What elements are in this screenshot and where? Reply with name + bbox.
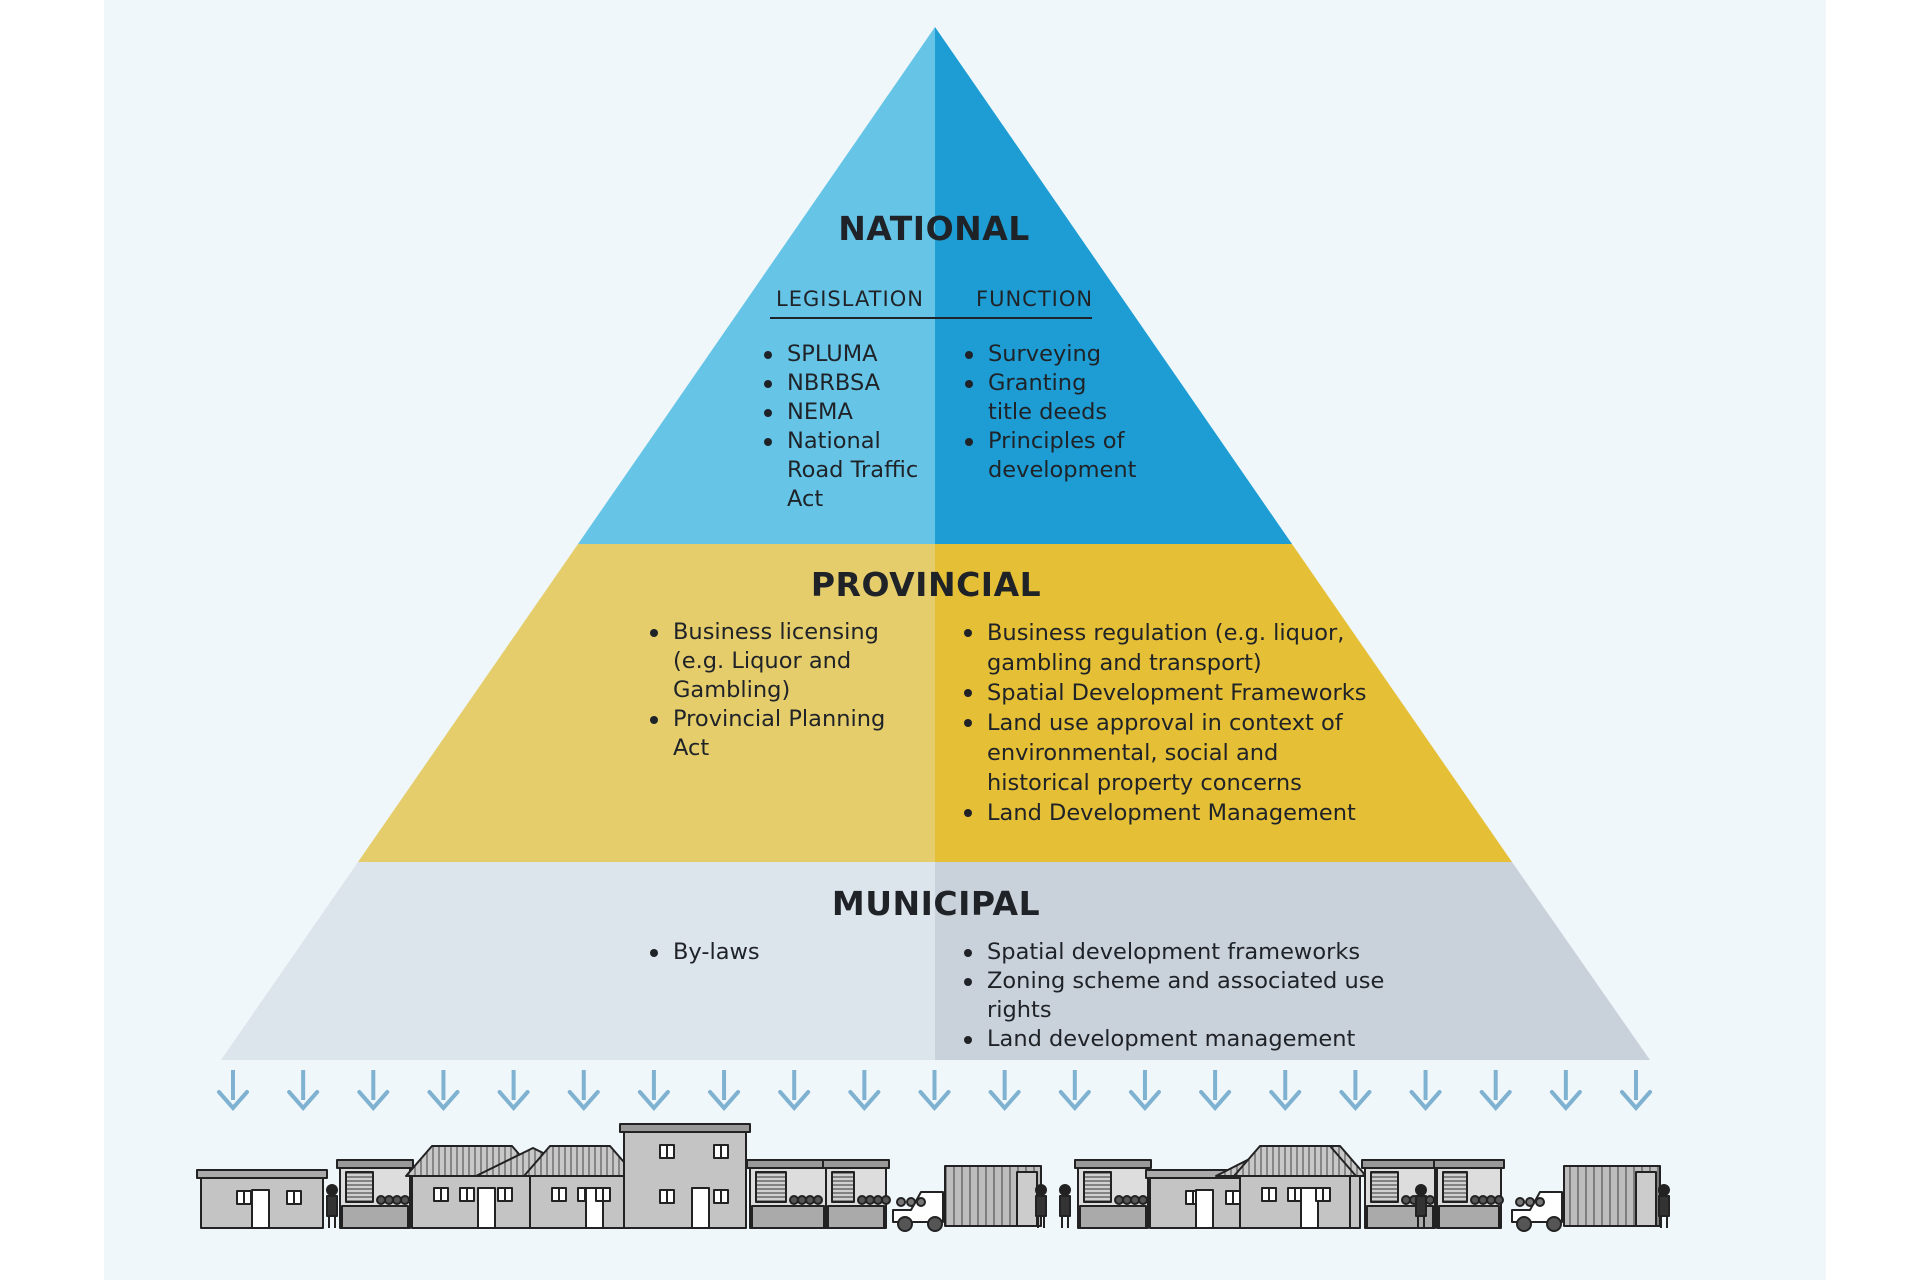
list-item: Spatial Development Frameworks <box>961 678 1381 708</box>
arrow-down-icon <box>1269 1070 1302 1112</box>
arrow-down-icon <box>427 1070 460 1112</box>
arrow-down-icon <box>1128 1070 1161 1112</box>
arrow-down-icon <box>1339 1070 1372 1112</box>
provincial-legislation-list: Business licensing (e.g. Liquor and Gamb… <box>647 618 892 763</box>
two-storey-building-icon <box>623 1127 747 1229</box>
national-tier-right <box>935 27 1292 544</box>
arrow-down-icon <box>778 1070 811 1112</box>
arrow-down-icon <box>1549 1070 1582 1112</box>
list-item: NEMA <box>761 398 931 427</box>
list-item: Spatial development frameworks <box>961 938 1431 967</box>
person-icon <box>1035 1184 1047 1196</box>
function-heading: FUNCTION <box>976 287 1094 311</box>
person-icon <box>1658 1184 1670 1196</box>
list-item: National Road Traffic Act <box>761 427 931 514</box>
list-item: Zoning scheme and associated use rights <box>961 967 1431 1025</box>
list-item: Business regulation (e.g. liquor, gambli… <box>961 618 1381 678</box>
truck-icon <box>892 1191 944 1223</box>
municipal-tier-left <box>221 862 935 1060</box>
list-item: Land Development Management <box>961 798 1381 828</box>
national-title: NATIONAL <box>838 209 1030 248</box>
arrow-down-icon <box>1409 1070 1442 1112</box>
provincial-title: PROVINCIAL <box>810 565 1042 604</box>
municipal-legislation-list: By-laws <box>647 938 897 967</box>
list-item: Granting title deeds <box>962 369 1137 427</box>
person-icon <box>1059 1184 1071 1196</box>
arrow-down-icon <box>1058 1070 1091 1112</box>
municipal-tier-right <box>935 862 1650 1060</box>
provincial-tier-left <box>358 544 935 862</box>
arrow-down-icon <box>918 1070 951 1112</box>
provincial-tier-right <box>935 544 1512 862</box>
arrow-down-icon <box>497 1070 530 1112</box>
arrow-down-icon <box>217 1070 249 1112</box>
list-item: Business licensing (e.g. Liquor and Gamb… <box>647 618 892 705</box>
truck-icon <box>1511 1191 1563 1223</box>
arrow-down-icon <box>1199 1070 1232 1112</box>
arrow-down-icon <box>357 1070 390 1112</box>
arrow-down-icon <box>1620 1070 1652 1112</box>
list-item: Surveying <box>962 340 1137 369</box>
list-item: Land development management <box>961 1025 1431 1054</box>
list-item: Provincial Planning Act <box>647 705 892 763</box>
heading-underline <box>770 317 1092 319</box>
list-item: Land use approval in context of environm… <box>961 708 1381 798</box>
arrow-down-icon <box>637 1070 670 1112</box>
arrow-down-icon <box>988 1070 1021 1112</box>
list-item: By-laws <box>647 938 897 967</box>
arrow-down-icon <box>848 1070 881 1112</box>
list-item: NBRBSA <box>761 369 931 398</box>
person-icon <box>1415 1184 1427 1196</box>
arrow-down-icon <box>287 1070 320 1112</box>
list-item: SPLUMA <box>761 340 931 369</box>
arrow-down-icon <box>1479 1070 1512 1112</box>
legislation-heading: LEGISLATION <box>776 287 924 311</box>
national-tier-left <box>578 27 935 544</box>
person-icon <box>326 1184 338 1196</box>
arrow-down-icon <box>708 1070 741 1112</box>
list-item: Principles of development <box>962 427 1137 485</box>
house-roof-icon <box>523 1145 637 1177</box>
arrow-down-icon <box>567 1070 600 1112</box>
municipal-title: MUNICIPAL <box>831 884 1041 923</box>
provincial-function-list: Business regulation (e.g. liquor, gambli… <box>961 618 1381 828</box>
